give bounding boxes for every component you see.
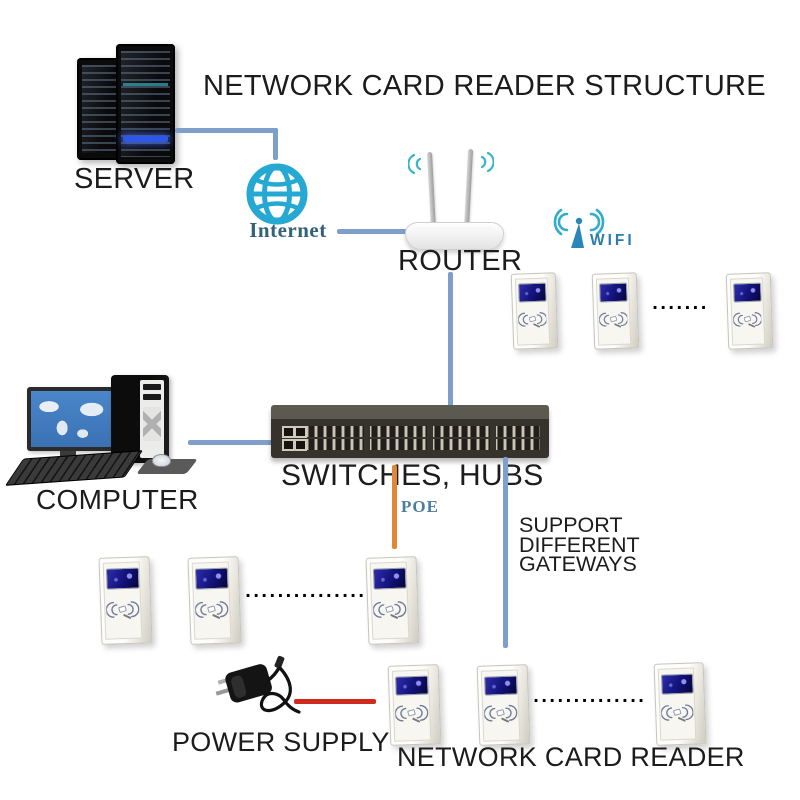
router-antenna-right bbox=[463, 148, 474, 231]
rfid-logo-icon bbox=[598, 311, 629, 328]
server-tower-left-slots bbox=[82, 65, 119, 153]
card-reader bbox=[187, 556, 242, 645]
network-card-reader-label: NETWORK CARD READER bbox=[397, 742, 745, 772]
card-reader bbox=[98, 556, 153, 645]
connector-poe bbox=[392, 465, 397, 549]
rfid-logo-icon bbox=[732, 311, 763, 328]
rfid-logo-icon bbox=[395, 704, 429, 724]
internet-globe-icon bbox=[246, 163, 308, 225]
rfid-logo-icon bbox=[517, 311, 548, 328]
card-reader-screen bbox=[598, 282, 629, 303]
rfid-logo-icon bbox=[195, 600, 229, 620]
connector-computer-switch bbox=[188, 440, 272, 445]
switch-label: SWITCHES, HUBS bbox=[281, 459, 544, 492]
connector-switch-reader bbox=[503, 457, 508, 648]
card-reader bbox=[510, 272, 559, 350]
server-tower-right-slots bbox=[121, 51, 170, 157]
page-title: NETWORK CARD READER STRUCTURE bbox=[203, 70, 766, 102]
connector-server-internet-v bbox=[273, 128, 278, 160]
internet-label: Internet bbox=[249, 218, 327, 242]
server-label: SERVER bbox=[74, 163, 195, 195]
ellipsis-bottom-readers: ·············· bbox=[533, 691, 647, 710]
power-adapter-icon bbox=[215, 655, 301, 714]
card-reader bbox=[653, 662, 707, 746]
router-signal-left-icon bbox=[408, 153, 422, 175]
power-supply-label: POWER SUPPLY bbox=[172, 727, 390, 757]
rfid-logo-icon bbox=[661, 704, 694, 723]
card-reader-screen bbox=[661, 673, 694, 695]
router-label: ROUTER bbox=[398, 245, 523, 277]
card-reader-screen bbox=[106, 568, 140, 590]
card-reader-screen bbox=[732, 282, 763, 303]
gateways-label: SUPPORT DIFFERENT GATEWAYS bbox=[519, 513, 640, 576]
connector-router-switch bbox=[448, 272, 453, 407]
card-reader-screen bbox=[517, 282, 548, 303]
poe-label: POE bbox=[401, 497, 439, 516]
card-reader-screen bbox=[395, 675, 429, 696]
connector-power-reader bbox=[294, 699, 376, 704]
card-reader-screen bbox=[373, 568, 407, 590]
rfid-logo-icon bbox=[484, 704, 518, 724]
card-reader-screen bbox=[484, 675, 518, 696]
computer-monitor-icon bbox=[27, 387, 117, 451]
connector-server-internet-h bbox=[175, 128, 278, 133]
router-antenna-left bbox=[426, 151, 437, 231]
card-reader bbox=[387, 664, 442, 746]
card-reader bbox=[476, 664, 531, 746]
card-reader-screen bbox=[195, 568, 229, 590]
wifi-icon bbox=[553, 208, 605, 248]
computer-screen-map bbox=[31, 391, 113, 447]
card-reader bbox=[591, 272, 640, 350]
connector-internet-router bbox=[337, 229, 409, 234]
router-body-icon bbox=[405, 222, 504, 250]
keyboard-icon bbox=[4, 450, 144, 486]
router-signal-right-icon bbox=[480, 151, 494, 173]
switch-icon bbox=[271, 405, 549, 458]
rfid-logo-icon bbox=[373, 600, 407, 620]
computer-tower-icon bbox=[111, 375, 169, 463]
ellipsis-wifi-readers: ······· bbox=[652, 298, 709, 317]
wifi-label: WIFI bbox=[590, 232, 635, 249]
server-tower-right-icon bbox=[116, 44, 175, 164]
mouse-icon bbox=[152, 454, 171, 467]
ellipsis-poe-readers: ··············· bbox=[245, 586, 367, 605]
rfid-logo-icon bbox=[106, 600, 140, 620]
card-reader bbox=[365, 556, 420, 645]
card-reader bbox=[725, 272, 774, 350]
computer-label: COMPUTER bbox=[36, 484, 199, 515]
